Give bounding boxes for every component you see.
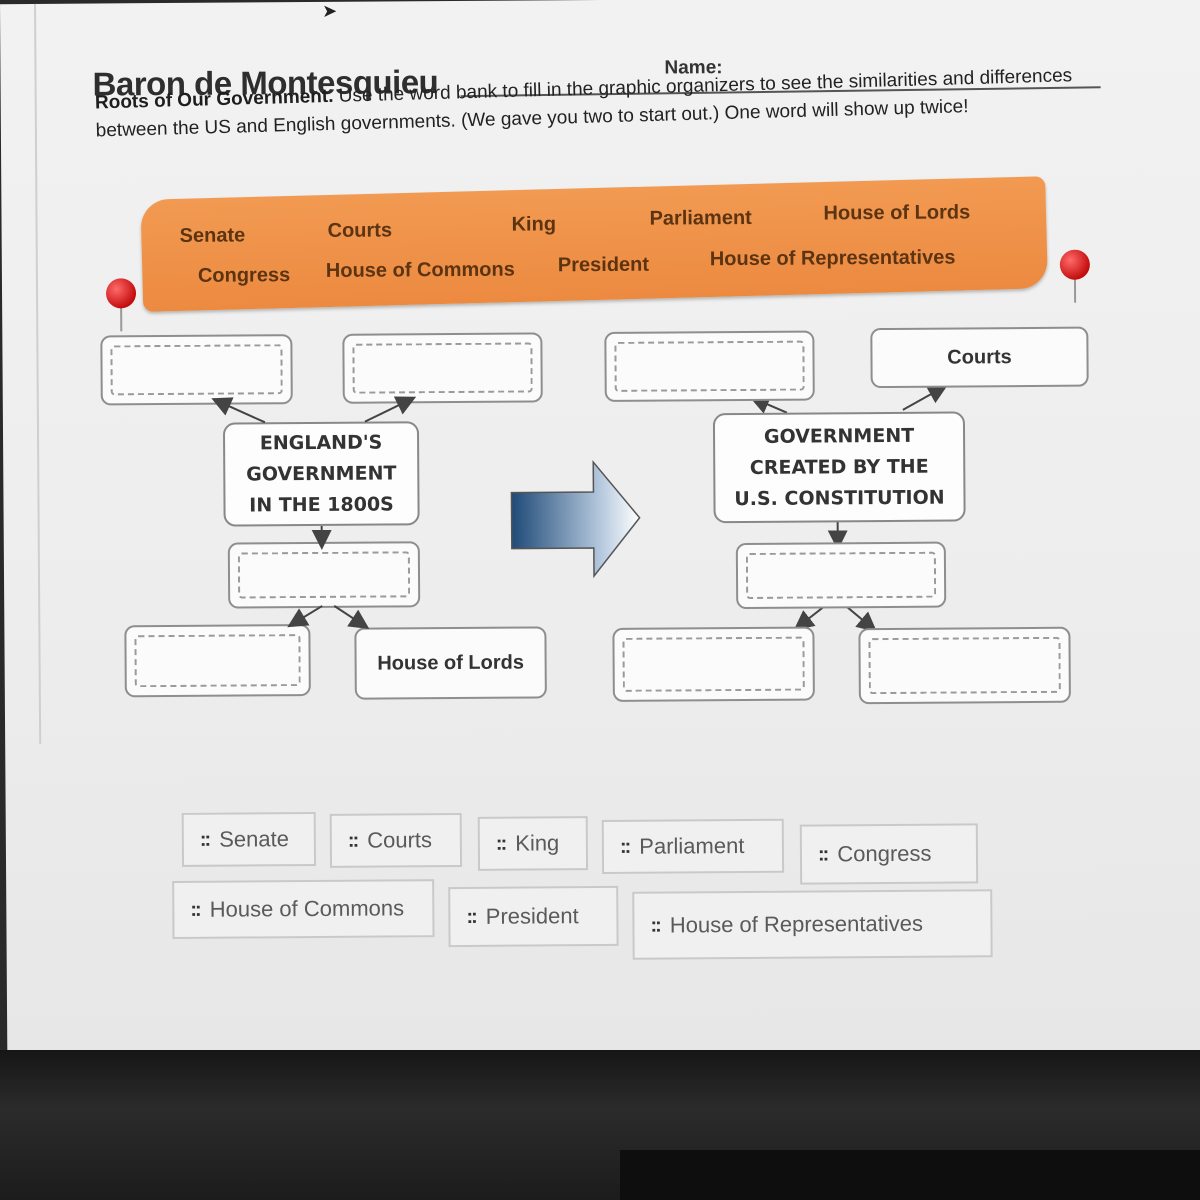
- us-line-1: GOVERNMENT: [763, 424, 915, 448]
- tile-label: Courts: [367, 827, 433, 853]
- drag-handle-icon: ::: [199, 828, 210, 851]
- drag-handle-icon: ::: [347, 829, 358, 852]
- worksheet-screen: ➤ Baron de Montesquieu Name: Roots of Ou…: [0, 0, 1200, 1115]
- tile-senate[interactable]: ::Senate: [181, 812, 317, 867]
- tile-president[interactable]: ::President: [448, 885, 619, 948]
- tile-house-of-commons[interactable]: ::House of Commons: [172, 879, 435, 940]
- organizer-arrows: [211, 384, 948, 632]
- drag-handle-icon: ::: [495, 832, 506, 855]
- drag-handle-icon: ::: [619, 835, 630, 858]
- tile-label: Senate: [219, 826, 289, 852]
- keyboard-edge: [620, 1150, 1200, 1200]
- us-given-courts: Courts: [870, 326, 1089, 389]
- tile-label: King: [515, 830, 560, 856]
- tile-label: Congress: [837, 840, 932, 867]
- us-line-3: U.S. CONSTITUTION: [734, 486, 945, 510]
- us-drop-target-bottom-left[interactable]: [612, 626, 815, 702]
- transition-arrow-icon: [510, 459, 641, 579]
- drag-handle-icon: ::: [650, 914, 660, 937]
- tile-congress[interactable]: ::Congress: [799, 823, 979, 885]
- us-drop-target-bottom-right[interactable]: [858, 626, 1071, 705]
- drag-handle-icon: ::: [817, 842, 828, 865]
- us-government-label: GOVERNMENT CREATED BY THE U.S. CONSTITUT…: [712, 411, 966, 524]
- us-line-2: CREATED BY THE: [749, 455, 929, 479]
- drag-handle-icon: ::: [466, 905, 476, 928]
- tile-label: President: [485, 903, 579, 929]
- tile-parliament[interactable]: ::Parliament: [601, 818, 785, 875]
- drag-handle-icon: ::: [190, 898, 200, 921]
- us-drop-target-middle[interactable]: [735, 541, 947, 610]
- tile-label: House of Commons: [209, 895, 405, 922]
- tile-label: House of Representatives: [669, 910, 924, 938]
- us-drop-target-top-left[interactable]: [604, 330, 815, 402]
- tile-courts[interactable]: ::Courts: [329, 812, 463, 868]
- tile-house-of-representatives[interactable]: ::House of Representatives: [632, 889, 993, 960]
- tile-king[interactable]: ::King: [477, 816, 589, 871]
- tile-label: Parliament: [639, 833, 745, 859]
